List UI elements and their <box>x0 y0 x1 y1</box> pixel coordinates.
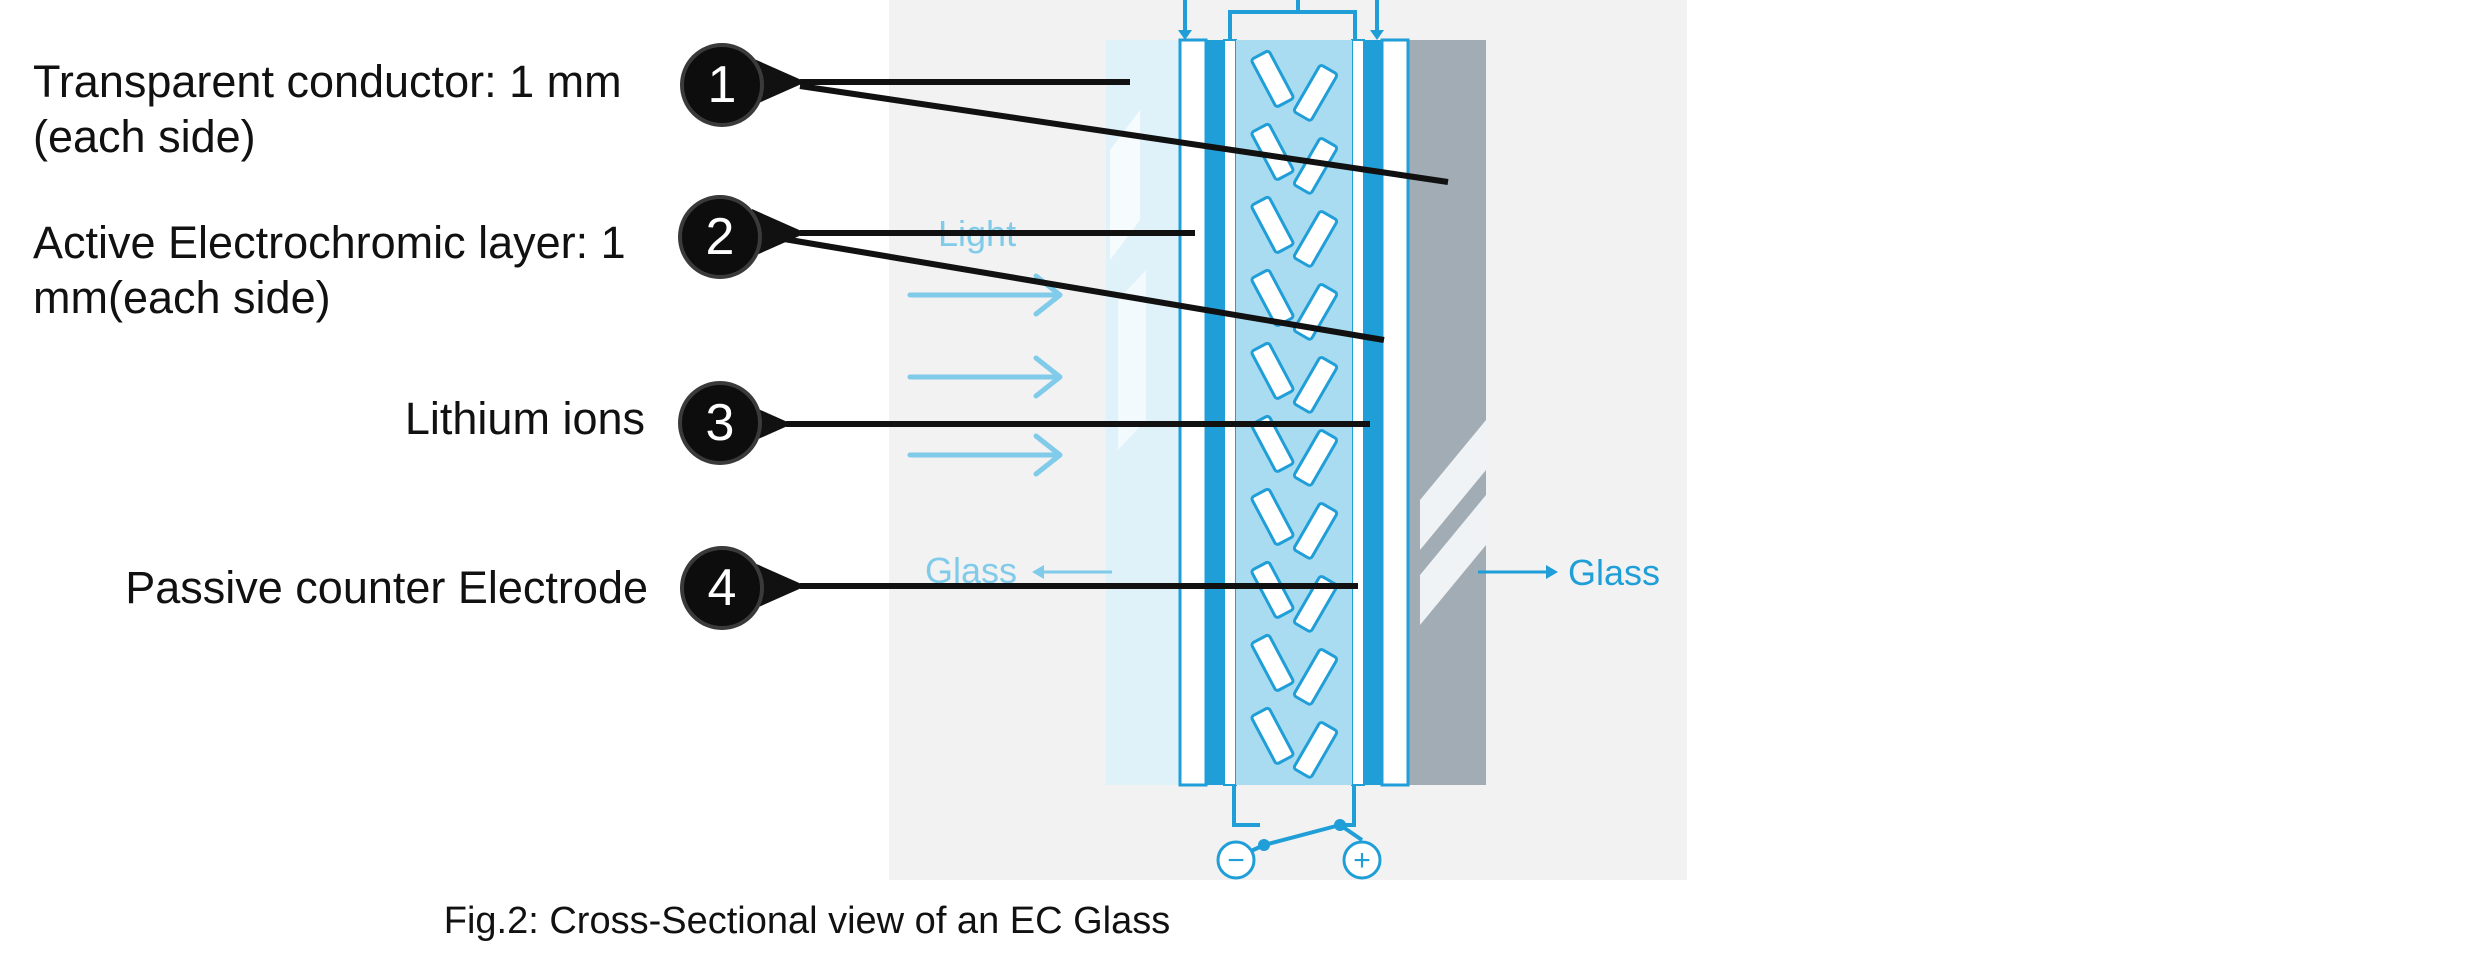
right-glass-reflection <box>1420 420 1486 550</box>
callout-label-line: Active Electrochromic layer: 1 <box>33 217 626 268</box>
lithium-ion-crystal <box>1250 487 1295 546</box>
leader-lines <box>738 58 1449 610</box>
callout-circle <box>680 43 764 127</box>
leader-1b <box>799 83 1449 185</box>
callout-number: 3 <box>706 394 735 452</box>
light-arrows <box>907 273 1063 477</box>
left-glass-reflection <box>1110 110 1140 260</box>
callout-number: 1 <box>708 56 737 114</box>
glass-left-arrowhead <box>1032 565 1044 579</box>
lithium-ion-crystal <box>1250 341 1295 400</box>
lithium-ion-crystal <box>1292 575 1339 633</box>
lithium-ion-crystal <box>1250 633 1295 692</box>
lithium-ion-crystal <box>1250 195 1295 254</box>
lithium-ion-crystal <box>1250 49 1295 108</box>
switch-contact <box>1258 839 1270 851</box>
callout-number: 4 <box>708 559 737 617</box>
lithium-ion-crystal <box>1250 414 1295 473</box>
lithium-ion-crystal <box>1292 721 1339 779</box>
callout-1: 1 <box>680 43 764 127</box>
callout-circle <box>678 195 762 279</box>
right-glass-reflection <box>1420 495 1486 625</box>
callout-label-4: Passive counter Electrode <box>40 560 648 615</box>
top-wiring <box>1183 0 1379 40</box>
callout-label-3: Lithium ions <box>100 391 645 446</box>
lithium-ion-crystal <box>1292 356 1339 414</box>
callout-label-1: Transparent conductor: 1 mm (each side) <box>33 54 653 164</box>
top-arrow-right <box>1370 30 1384 40</box>
callout-number: 2 <box>706 208 735 266</box>
glass-layer-right <box>1380 38 1410 787</box>
callout-label-line: (each side) <box>33 111 256 162</box>
lithium-ion-crystal <box>1250 706 1295 765</box>
conductor-strip-right <box>1364 40 1382 785</box>
callout-4: 4 <box>680 546 764 630</box>
callout-circle <box>680 546 764 630</box>
callout-label-line: mm(each side) <box>33 272 331 323</box>
callout-2: 2 <box>678 195 762 279</box>
glass-layer-left <box>1178 38 1208 787</box>
switch-contact <box>1334 819 1346 831</box>
glass-right-label: Glass <box>1568 552 1660 593</box>
lithium-ion-crystals <box>1250 49 1339 779</box>
lithium-ion-crystal <box>1292 210 1339 268</box>
callout-label-2: Active Electrochromic layer: 1 mm(each s… <box>33 215 653 325</box>
electrochromic-layer-right <box>1351 39 1365 786</box>
right-glass-pane <box>1408 40 1486 785</box>
plus-symbol: + <box>1353 844 1371 877</box>
callout-circle <box>678 381 762 465</box>
callout-label-line: Passive counter Electrode <box>125 562 648 613</box>
conductor-strip-left <box>1206 40 1224 785</box>
minus-symbol: − <box>1227 844 1245 877</box>
callout-label-line: Transparent conductor: 1 mm <box>33 56 622 107</box>
figure-caption: Fig.2: Cross-Sectional view of an EC Gla… <box>443 900 1171 942</box>
left-glass-reflection <box>1118 270 1146 450</box>
leader-2b <box>777 235 1385 343</box>
minus-terminal <box>1216 840 1256 880</box>
glass-right-arrowhead <box>1546 565 1558 579</box>
lithium-ion-crystal <box>1292 429 1339 487</box>
lithium-ion-crystal <box>1292 64 1339 122</box>
plus-terminal <box>1342 840 1382 880</box>
callout-3: 3 <box>678 381 762 465</box>
lithium-ion-crystal <box>1292 502 1339 560</box>
callout-label-line: Lithium ions <box>404 393 645 444</box>
top-arrow-left <box>1178 30 1192 40</box>
lithium-ion-crystal <box>1292 648 1339 706</box>
